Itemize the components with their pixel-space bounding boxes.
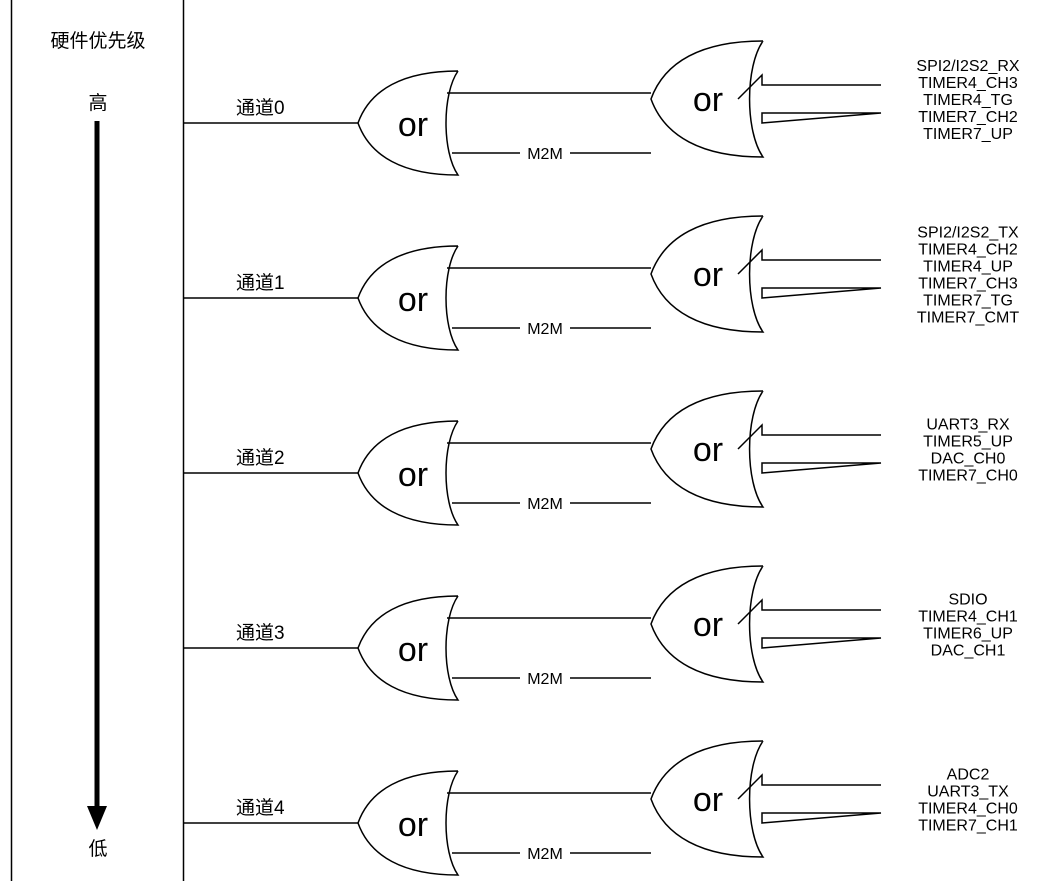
or-gate bbox=[357, 70, 460, 176]
channel-label: 通道0 bbox=[236, 97, 285, 119]
bus-arrow bbox=[737, 73, 882, 124]
or-gate bbox=[357, 245, 460, 351]
or-gate-label: or bbox=[398, 456, 428, 494]
request-signal-label: TIMER7_CH3 bbox=[918, 276, 1018, 293]
m2m-label: M2M bbox=[527, 846, 563, 863]
request-signal-label: TIMER7_CH1 bbox=[918, 818, 1018, 835]
or-gate-label: or bbox=[398, 281, 428, 319]
m2m-label: M2M bbox=[527, 146, 563, 163]
channel-label: 通道3 bbox=[236, 622, 285, 644]
m2m-label: M2M bbox=[527, 496, 563, 513]
or-gate-label: or bbox=[398, 806, 428, 844]
request-signal-label: TIMER7_TG bbox=[923, 293, 1013, 310]
request-signal-label: TIMER5_UP bbox=[923, 434, 1013, 451]
request-signal-label: TIMER4_CH3 bbox=[918, 75, 1018, 92]
channel-label: 通道2 bbox=[236, 447, 285, 469]
or-gate-label: or bbox=[693, 81, 723, 119]
request-signal-label: TIMER6_UP bbox=[923, 626, 1013, 643]
or-gate bbox=[357, 420, 460, 526]
request-signal-label: TIMER7_CH0 bbox=[918, 468, 1018, 485]
request-signal-label: TIMER7_UP bbox=[923, 126, 1013, 143]
or-gate bbox=[357, 595, 460, 701]
or-gate bbox=[650, 40, 765, 158]
bus-arrow bbox=[737, 598, 882, 649]
request-signal-label: DAC_CH0 bbox=[931, 451, 1006, 468]
or-gate bbox=[650, 565, 765, 683]
request-signal-label: UART3_TX bbox=[927, 784, 1009, 801]
or-gate-label: or bbox=[398, 106, 428, 144]
request-signal-label: TIMER7_CMT bbox=[917, 310, 1019, 327]
priority-arrow-head bbox=[87, 806, 107, 830]
request-signal-label: TIMER7_CH2 bbox=[918, 109, 1018, 126]
channel-label: 通道1 bbox=[236, 272, 285, 294]
request-signal-label: TIMER4_TG bbox=[923, 92, 1013, 109]
request-signal-label: TIMER4_CH1 bbox=[918, 609, 1018, 626]
request-signal-label: SPI2/I2S2_TX bbox=[917, 225, 1019, 242]
request-signal-label: DAC_CH1 bbox=[931, 643, 1006, 660]
priority-high-label: 高 bbox=[88, 92, 107, 114]
or-gate-label: or bbox=[398, 631, 428, 669]
request-signal-label: TIMER4_CH0 bbox=[918, 801, 1018, 818]
or-gate-label: or bbox=[693, 256, 723, 294]
bus-arrow bbox=[737, 248, 882, 299]
bus-arrow bbox=[737, 773, 882, 824]
m2m-label: M2M bbox=[527, 321, 563, 338]
or-gate bbox=[650, 390, 765, 508]
or-gate-label: or bbox=[693, 606, 723, 644]
request-signal-label: TIMER4_CH2 bbox=[918, 242, 1018, 259]
priority-low-label: 低 bbox=[88, 838, 107, 860]
or-gate bbox=[357, 770, 460, 876]
or-gate-label: or bbox=[693, 431, 723, 469]
priority-panel: 硬件优先级 高 低 bbox=[10, 0, 185, 881]
or-gate-label: or bbox=[693, 781, 723, 819]
channel-label: 通道4 bbox=[236, 797, 285, 819]
request-signal-label: ADC2 bbox=[947, 767, 990, 784]
priority-panel-frame bbox=[10, 0, 185, 881]
request-signal-label: SPI2/I2S2_RX bbox=[916, 58, 1020, 75]
request-signal-label: SDIO bbox=[948, 592, 987, 609]
request-signal-label: UART3_RX bbox=[926, 417, 1010, 434]
request-signal-label: TIMER4_UP bbox=[923, 259, 1013, 276]
or-gate bbox=[650, 215, 765, 333]
m2m-label: M2M bbox=[527, 671, 563, 688]
priority-title: 硬件优先级 bbox=[50, 30, 145, 52]
or-gate bbox=[650, 740, 765, 858]
bus-arrow bbox=[737, 423, 882, 474]
